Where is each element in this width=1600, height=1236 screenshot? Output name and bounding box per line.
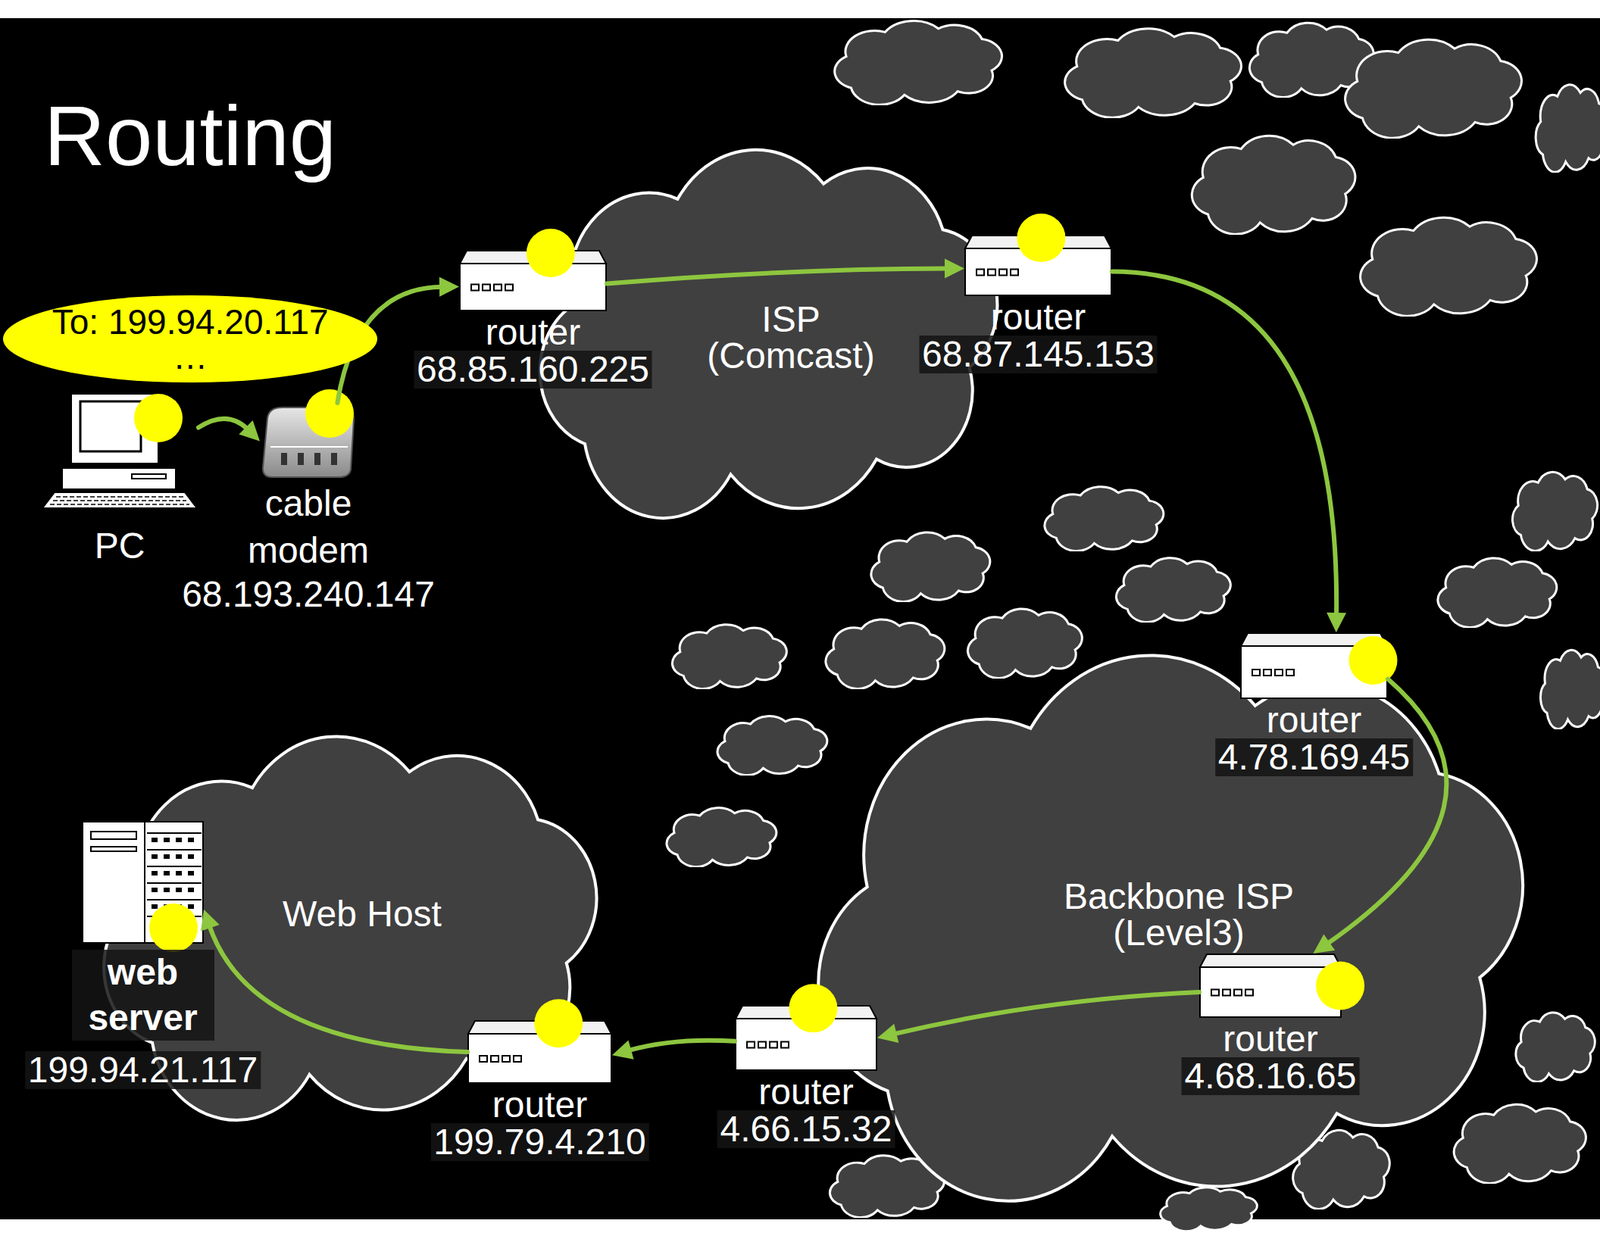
device-label: router: [990, 298, 1086, 337]
pc-node: PC: [40, 392, 199, 510]
modem-icon: [259, 403, 357, 480]
address-text: To: 199.94.20.117: [52, 304, 329, 340]
router-node: router68.87.145.153: [964, 234, 1113, 297]
route-arrow: [612, 1040, 735, 1060]
router-icon: [1240, 632, 1388, 700]
address-bubble: To: 199.94.20.117…: [3, 295, 378, 383]
router-icon: [734, 1005, 878, 1072]
device-label: router: [1222, 1020, 1318, 1059]
pc-icon: [40, 392, 199, 510]
router-icon: [467, 1020, 613, 1085]
device-label: router: [485, 313, 581, 352]
route-arrow: [198, 418, 260, 442]
router-node: router4.78.169.45: [1240, 632, 1388, 700]
ip-address: 4.68.16.65: [1181, 1057, 1360, 1096]
network-label: Backbone ISP (Level3): [1053, 878, 1304, 952]
device-label: router: [492, 1086, 588, 1125]
network-label: ISP (Comcast): [700, 301, 882, 375]
server-icon: [81, 821, 204, 944]
title: Routing: [43, 89, 337, 183]
router-icon: [459, 250, 607, 312]
route-arrow: [1112, 271, 1347, 633]
ip-address: 199.79.4.210: [430, 1123, 649, 1162]
router-icon: [964, 234, 1113, 297]
router-node: router199.79.4.210: [467, 1020, 613, 1085]
ip-address: 68.85.160.225: [413, 350, 653, 389]
device-label: web server: [71, 950, 215, 1041]
network-label: Web Host: [282, 895, 442, 934]
ip-address: 4.66.15.32: [717, 1110, 896, 1149]
ip-address: 68.193.240.147: [181, 575, 435, 614]
ip-address: 68.87.145.153: [918, 335, 1158, 374]
server-node: web server199.94.21.117: [81, 821, 204, 944]
ip-address: 4.78.169.45: [1215, 738, 1414, 777]
modem-node: cable modem68.193.240.147: [259, 403, 357, 480]
router-node: router4.66.15.32: [734, 1005, 878, 1072]
device-label: cable modem: [232, 480, 385, 575]
device-label: router: [1266, 701, 1362, 740]
device-label: PC: [94, 527, 146, 566]
router-node: router68.85.160.225: [459, 250, 607, 312]
router-node: router4.68.16.65: [1199, 953, 1342, 1019]
ip-address: 199.94.21.117: [25, 1051, 261, 1090]
router-icon: [1199, 953, 1342, 1019]
cloud-node: Backbone ISP (Level3)router4.78.169.45ro…: [765, 637, 1582, 1205]
device-label: router: [758, 1073, 854, 1112]
cloud-node: ISP (Comcast)router68.85.160.225router68…: [505, 137, 1036, 521]
ellipsis: …: [172, 339, 208, 375]
cloud-node: Web Host router199.79.4.210 web server199.…: [66, 724, 638, 1123]
